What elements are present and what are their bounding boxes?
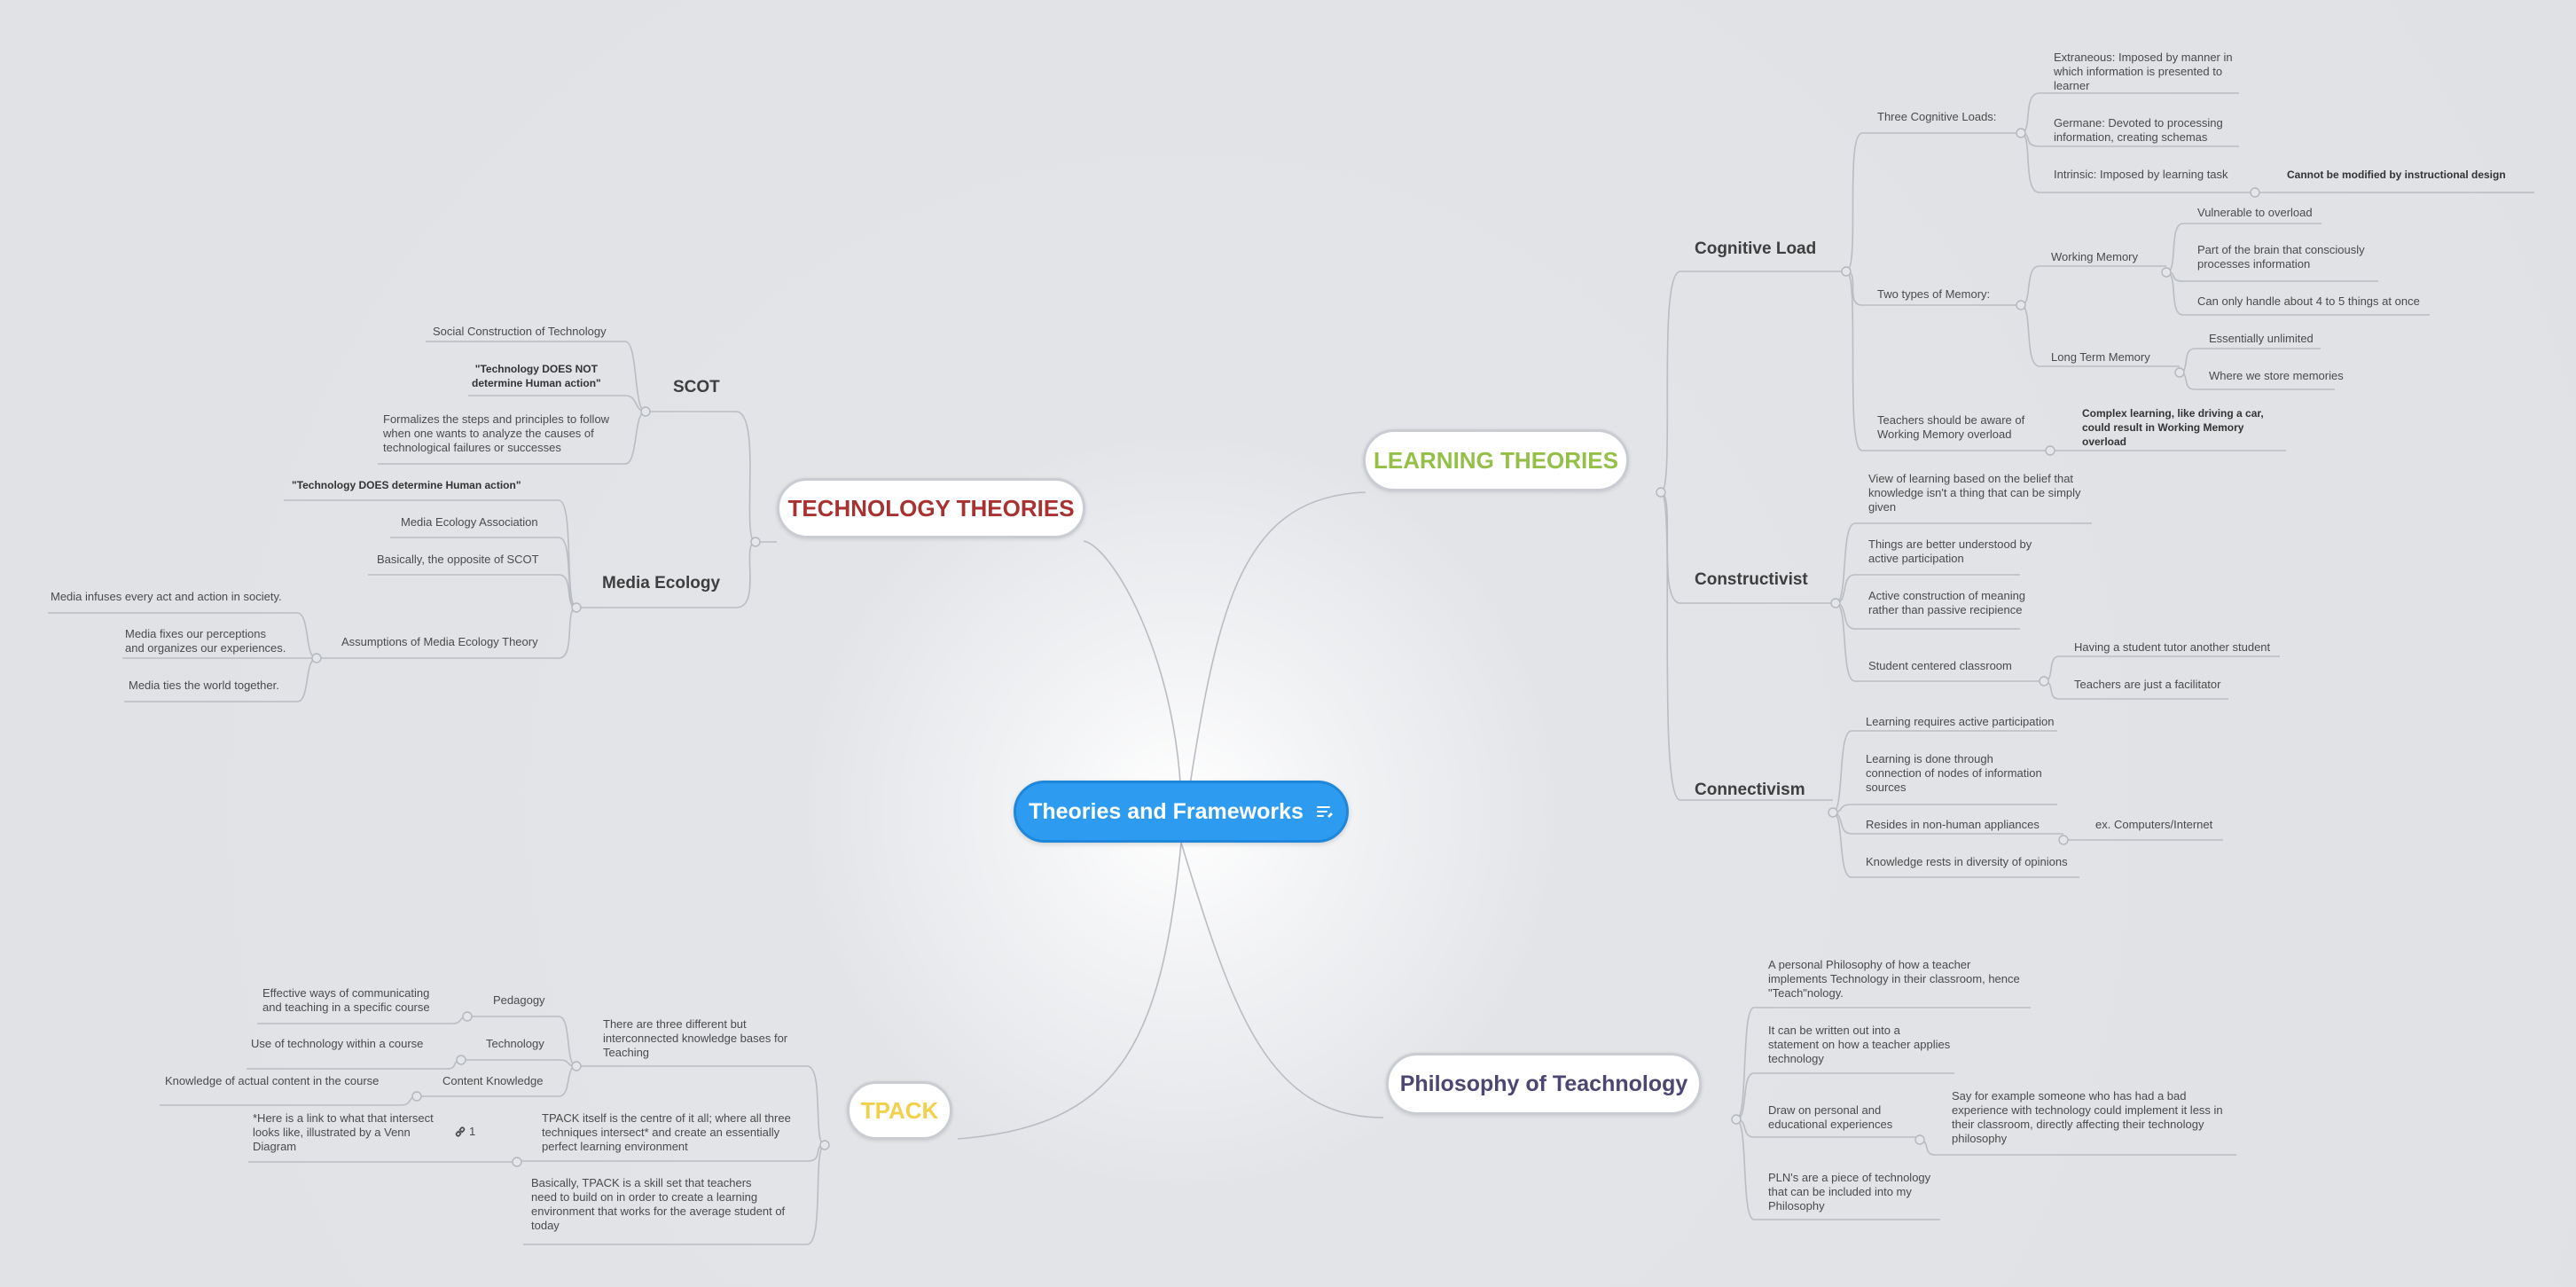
media-ecology-item[interactable]: Assumptions of Media Ecology Theory xyxy=(341,635,538,648)
student-centered-item[interactable]: Having a student tutor another student xyxy=(2074,640,2271,654)
experience-note[interactable]: Say for example someone who has had a ba… xyxy=(1952,1089,2223,1145)
constructivist-item[interactable]: Student centered classroom xyxy=(1868,659,2012,672)
scot-node[interactable]: SCOT xyxy=(673,378,720,396)
intrinsic-note[interactable]: Cannot be modified by instructional desi… xyxy=(2287,169,2506,181)
working-memory-item[interactable]: Vulnerable to overload xyxy=(2197,206,2313,219)
topic-philosophy-of-teachnology[interactable]: Philosophy of Teachnology xyxy=(1386,1053,1702,1115)
scot-item[interactable]: Formalizes the steps and principles to f… xyxy=(383,412,610,454)
tpack-base[interactable]: Technology xyxy=(486,1037,544,1050)
philosophy-item[interactable]: It can be written out into a statement o… xyxy=(1768,1024,1951,1065)
tpack-centre[interactable]: TPACK itself is the centre of it all; wh… xyxy=(542,1111,791,1153)
connectivism-item[interactable]: Learning is done through connection of n… xyxy=(1866,752,2042,794)
working-memory-item[interactable]: Part of the brain that consciously proce… xyxy=(2197,243,2365,271)
scot-item[interactable]: Social Construction of Technology xyxy=(433,325,607,338)
scot-item[interactable]: "Technology DOES NOT determine Human act… xyxy=(472,363,601,389)
notes-icon[interactable] xyxy=(1316,805,1334,818)
media-ecology-item[interactable]: Basically, the opposite of SCOT xyxy=(377,553,539,566)
tpack-base-note[interactable]: Knowledge of actual content in the cours… xyxy=(165,1074,380,1087)
cognitive-load-node[interactable]: Cognitive Load xyxy=(1695,239,1817,258)
resides-note[interactable]: ex. Computers/Internet xyxy=(2095,818,2213,831)
constructivist-node[interactable]: Constructivist xyxy=(1695,570,1808,589)
working-memory-item[interactable]: Can only handle about 4 to 5 things at o… xyxy=(2197,294,2420,308)
link-badge[interactable]: 1 xyxy=(454,1125,475,1139)
tpack-base-note[interactable]: Effective ways of communicating and teac… xyxy=(262,986,430,1014)
assumption-item[interactable]: Media infuses every act and action in so… xyxy=(51,590,282,603)
media-ecology-item[interactable]: "Technology DOES determine Human action" xyxy=(292,479,521,491)
connectivism-node[interactable]: Connectivism xyxy=(1695,781,1805,799)
philosophy-item[interactable]: PLN's are a piece of technology that can… xyxy=(1768,1171,1931,1212)
link-count: 1 xyxy=(469,1125,476,1138)
tpack-intro[interactable]: There are three different but interconne… xyxy=(603,1017,788,1059)
assumption-item[interactable]: Media ties the world together. xyxy=(129,679,279,692)
teachers-aware-note[interactable]: Complex learning, like driving a car, co… xyxy=(2082,407,2264,448)
tpack-base[interactable]: Content Knowledge xyxy=(442,1074,544,1087)
working-memory[interactable]: Working Memory xyxy=(2051,250,2139,263)
constructivist-item[interactable]: Active construction of meaning rather th… xyxy=(1868,589,2026,616)
media-ecology-node[interactable]: Media Ecology xyxy=(602,574,721,592)
philosophy-item[interactable]: A personal Philosophy of how a teacher i… xyxy=(1768,958,2020,1000)
connectivism-item[interactable]: Knowledge rests in diversity of opinions xyxy=(1866,855,2068,868)
topic-learning-title: LEARNING THEORIES xyxy=(1374,446,1618,474)
constructivist-item[interactable]: View of learning based on the belief tha… xyxy=(1868,472,2081,514)
topic-tpack-title: TPACK xyxy=(860,1096,939,1124)
topic-technology-title: TECHNOLOGY THEORIES xyxy=(787,494,1075,522)
teachers-aware-node[interactable]: Teachers should be aware of Working Memo… xyxy=(1877,413,2025,441)
central-topic[interactable]: Theories and Frameworks xyxy=(1014,781,1349,843)
philosophy-item[interactable]: Draw on personal and educational experie… xyxy=(1768,1103,1893,1131)
assumption-item[interactable]: Media fixes our perceptions and organize… xyxy=(125,627,286,655)
constructivist-item[interactable]: Things are better understood by active p… xyxy=(1868,538,2032,565)
tpack-base-note[interactable]: Use of technology within a course xyxy=(251,1037,424,1050)
cognitive-load-item[interactable]: Germane: Devoted to processing informati… xyxy=(2054,116,2223,144)
topic-technology-theories[interactable]: TECHNOLOGY THEORIES xyxy=(777,478,1085,538)
three-cognitive-loads[interactable]: Three Cognitive Loads: xyxy=(1877,110,1997,123)
two-types-of-memory[interactable]: Two types of Memory: xyxy=(1877,287,1991,301)
central-topic-title: Theories and Frameworks xyxy=(1029,798,1304,824)
topic-tpack[interactable]: TPACK xyxy=(847,1081,952,1140)
connectivism-item[interactable]: Resides in non-human appliances xyxy=(1866,818,2040,831)
topic-learning-theories[interactable]: LEARNING THEORIES xyxy=(1363,429,1629,491)
long-term-memory[interactable]: Long Term Memory xyxy=(2051,350,2150,364)
long-term-memory-item[interactable]: Where we store memories xyxy=(2209,369,2344,382)
connectivism-item[interactable]: Learning requires active participation xyxy=(1866,715,2055,728)
long-term-memory-item[interactable]: Essentially unlimited xyxy=(2209,332,2314,345)
student-centered-item[interactable]: Teachers are just a facilitator xyxy=(2074,678,2221,691)
cognitive-load-item[interactable]: Extraneous: Imposed by manner in which i… xyxy=(2054,51,2233,92)
tpack-skillset[interactable]: Basically, TPACK is a skill set that tea… xyxy=(531,1176,786,1232)
tpack-link-note[interactable]: *Here is a link to what that intersect l… xyxy=(253,1111,434,1153)
media-ecology-item[interactable]: Media Ecology Association xyxy=(401,515,538,529)
cognitive-load-item[interactable]: Intrinsic: Imposed by learning task xyxy=(2054,168,2228,181)
tpack-base[interactable]: Pedagogy xyxy=(493,993,545,1007)
link-icon xyxy=(455,1126,466,1137)
topic-philosophy-title: Philosophy of Teachnology xyxy=(1399,1071,1688,1096)
